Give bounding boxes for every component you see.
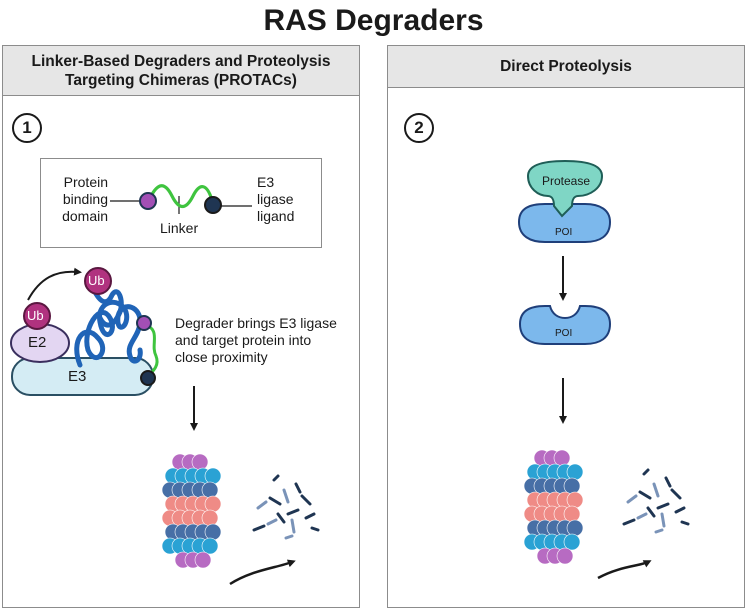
- proteasome-subunit: [563, 477, 581, 495]
- peptide-fragment: [680, 520, 690, 526]
- panel-heading-line-1: Linker-Based Degraders and Proteolysis: [31, 52, 331, 70]
- poi-cleaved-label: POI: [555, 328, 573, 339]
- proteasome-subunit: [563, 533, 581, 551]
- peptide-fragment: [642, 468, 650, 476]
- proteasome-subunit: [566, 463, 584, 481]
- schematic-left-label: Protein binding domain: [54, 174, 108, 225]
- degradation-arrow-right: [597, 560, 652, 580]
- e2-label: E2: [28, 334, 47, 351]
- poi-bound-shape: [517, 203, 612, 243]
- ternary-complex: [10, 267, 159, 396]
- protease-poi-complex: [517, 159, 612, 243]
- proteasome-subunit: [566, 491, 584, 509]
- schematic-linker-label: Linker: [160, 220, 199, 236]
- peptide-fragment: [268, 496, 282, 506]
- peptide-fragment: [290, 518, 296, 534]
- peptide-fragment: [622, 518, 636, 526]
- peptide-fragment: [304, 512, 316, 520]
- e3-label: E3: [68, 368, 87, 385]
- ub-transfer-arrow: [27, 267, 82, 301]
- degradation-arrow-left: [229, 559, 296, 586]
- ub-top-label: Ub: [88, 273, 105, 288]
- degrader-molecule-icon: [110, 184, 252, 214]
- protease-label: Protease: [541, 174, 591, 188]
- proteasome-right: [523, 449, 584, 565]
- peptide-fragment: [272, 474, 280, 482]
- peptide-fragment: [284, 534, 294, 540]
- peptide-fragment: [300, 494, 312, 506]
- schematic-right-label-line: E3: [257, 174, 275, 190]
- schematic-right-label: E3 ligase ligand: [257, 174, 294, 225]
- peptide-fragment: [656, 502, 670, 510]
- peptide-fragment: [664, 476, 672, 488]
- proteasome-subunit: [191, 453, 209, 471]
- panel-heading-line-2: Targeting Chimeras (PROTACs): [65, 71, 297, 89]
- peptide-fragment: [646, 506, 656, 518]
- ub-left-label: Ub: [27, 308, 44, 323]
- peptide-fragment: [638, 490, 652, 500]
- proteasome-subunit: [201, 509, 219, 527]
- peptide-fragment: [626, 494, 638, 504]
- schematic-right-label-line: ligase: [257, 191, 294, 207]
- peptide-fragments-left: [252, 474, 320, 540]
- peptide-fragment: [660, 512, 666, 528]
- proteasome-left: [161, 453, 222, 569]
- poi-bound-label: POI: [555, 227, 573, 238]
- proteasome-subunit: [553, 449, 571, 467]
- peptide-fragment: [256, 500, 268, 510]
- proteasome-subunit: [204, 495, 222, 513]
- panel-heading-direct-proteolysis: Direct Proteolysis: [388, 46, 744, 88]
- peptide-fragment: [266, 518, 278, 526]
- page-title: RAS Degraders: [263, 4, 484, 37]
- peptide-fragment: [282, 488, 290, 504]
- schematic-left-label-line: binding: [62, 191, 108, 207]
- proteasome-subunit: [204, 523, 222, 541]
- poi-cleaved-shape: [518, 305, 612, 345]
- complex-caption-line: and target protein into: [175, 332, 312, 348]
- complex-caption-line: close proximity: [175, 349, 268, 365]
- proteasome-subunit: [566, 519, 584, 537]
- step-badge-2: 2: [404, 113, 434, 143]
- proteasome-subunit: [201, 481, 219, 499]
- peptide-fragment: [636, 512, 648, 520]
- degrader-schematic-box: [40, 158, 322, 248]
- complex-caption: Degrader brings E3 ligase and target pro…: [175, 315, 355, 366]
- proteasome-subunit: [204, 467, 222, 485]
- peptide-fragment: [654, 528, 664, 534]
- proteasome-subunit: [201, 537, 219, 555]
- peptide-fragment: [252, 524, 266, 532]
- schematic-right-label-line: ligand: [257, 208, 295, 224]
- peptide-fragment: [674, 506, 686, 514]
- peptide-fragment: [652, 482, 660, 498]
- step-badge-1: 1: [12, 113, 42, 143]
- schematic-left-label-line: Protein: [63, 174, 108, 190]
- complex-caption-line: Degrader brings E3 ligase: [175, 315, 337, 331]
- proteasome-subunit: [194, 551, 212, 569]
- panel-linker-based-degraders: Linker-Based Degraders and Proteolysis T…: [2, 45, 360, 608]
- peptide-fragment: [294, 482, 302, 494]
- peptide-fragment: [286, 508, 300, 516]
- proteasome-subunit: [556, 547, 574, 565]
- peptide-fragment: [670, 488, 682, 500]
- panel-heading-protacs: Linker-Based Degraders and Proteolysis T…: [3, 46, 359, 96]
- protease-shape: [526, 159, 604, 218]
- ub-left-shape: [23, 302, 51, 330]
- peptide-fragment: [276, 512, 286, 524]
- proteasome-subunit: [563, 505, 581, 523]
- peptide-fragments-right: [622, 468, 690, 534]
- peptide-fragment: [310, 526, 320, 532]
- schematic-left-label-line: domain: [62, 208, 108, 224]
- ub-top-shape: [84, 267, 112, 295]
